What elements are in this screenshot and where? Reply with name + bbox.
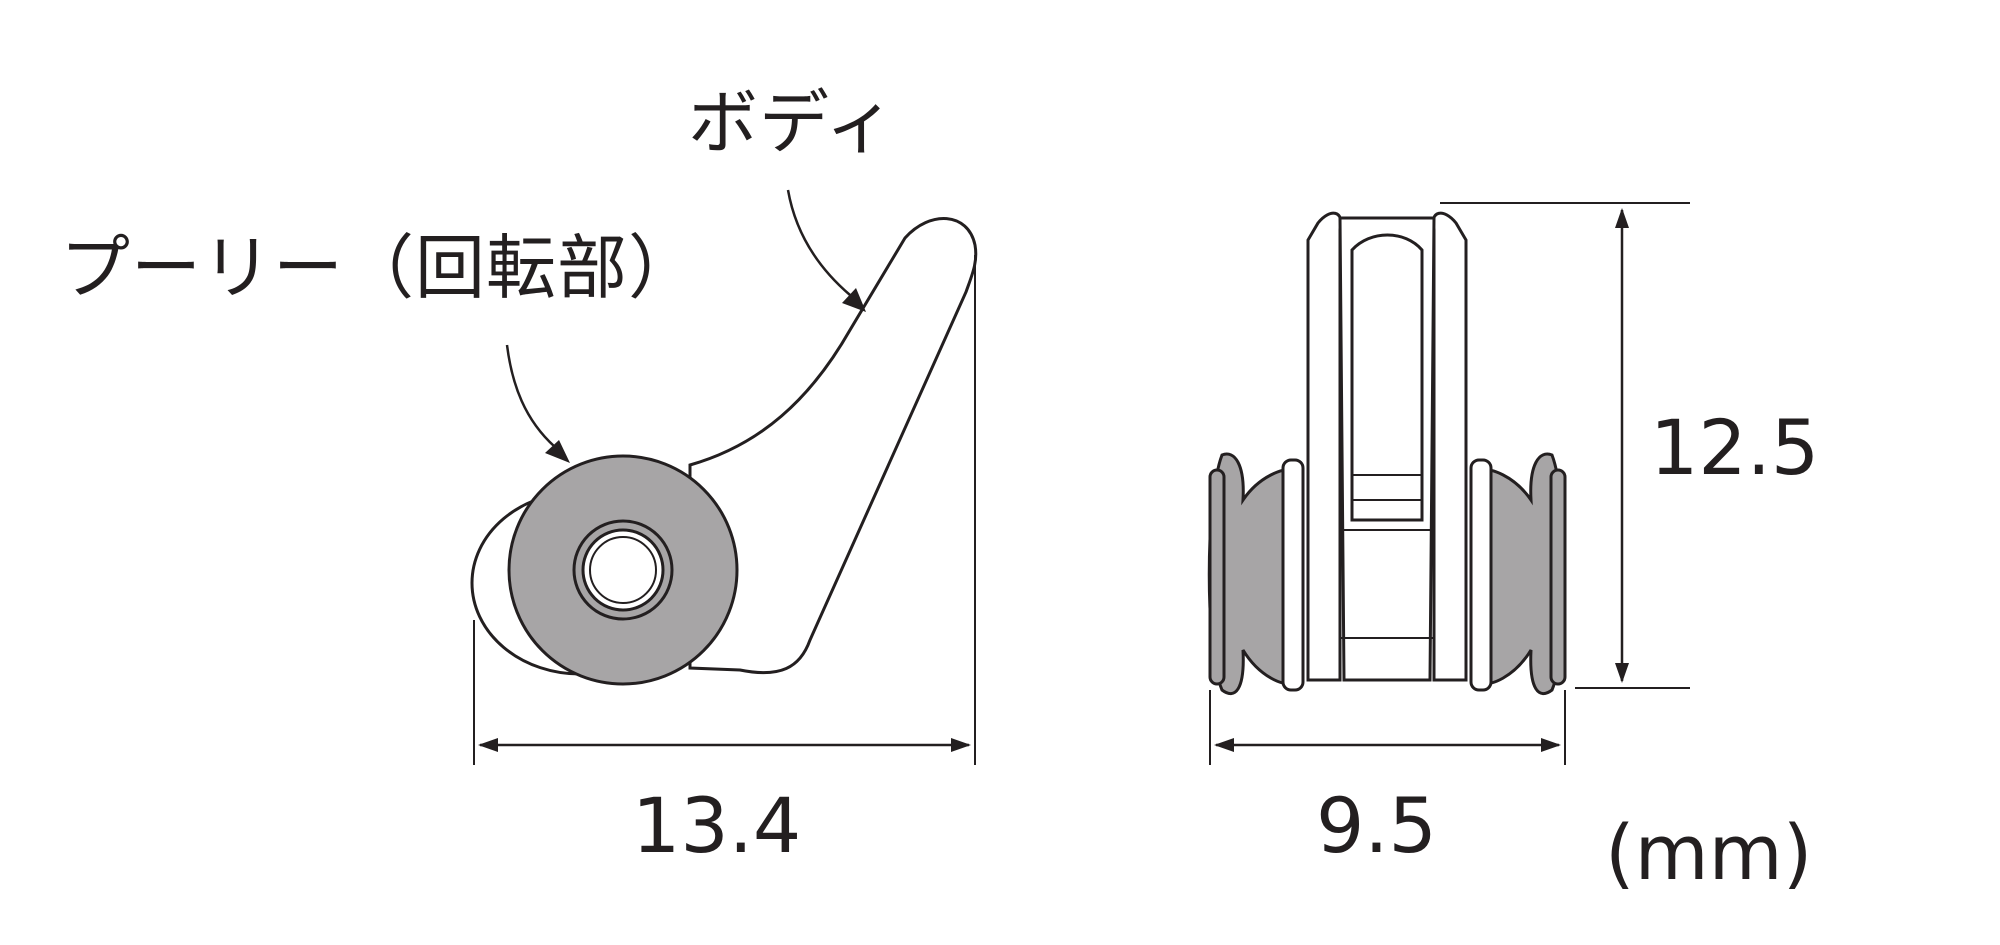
body-leader-arrowhead (842, 288, 866, 312)
front-view (1207, 202, 1690, 765)
width-side-value: 13.4 (632, 781, 802, 870)
width-front-value: 9.5 (1316, 781, 1437, 870)
body-label: ボディ (688, 82, 897, 164)
height-front-value: 12.5 (1650, 403, 1820, 492)
pulley-leader-arrowhead (545, 440, 570, 463)
body-leader-line (786, 189, 851, 296)
side-view-bore-hole (589, 536, 657, 604)
pulley-leader-line (505, 344, 556, 448)
pulley-label: プーリー（回転部） (60, 227, 699, 309)
side-view-body (688, 217, 978, 675)
front-view-right-flange (1549, 468, 1567, 686)
front-view-right-plate (1431, 211, 1468, 682)
front-view-right-inner-ring (1469, 458, 1493, 692)
unit-label: (mm) (1605, 808, 1813, 897)
side-view (470, 189, 978, 765)
front-view-left-flange (1208, 468, 1226, 686)
front-view-sheave-groove (1350, 233, 1424, 522)
front-view-left-inner-ring (1281, 458, 1305, 692)
front-view-left-plate (1306, 211, 1343, 682)
